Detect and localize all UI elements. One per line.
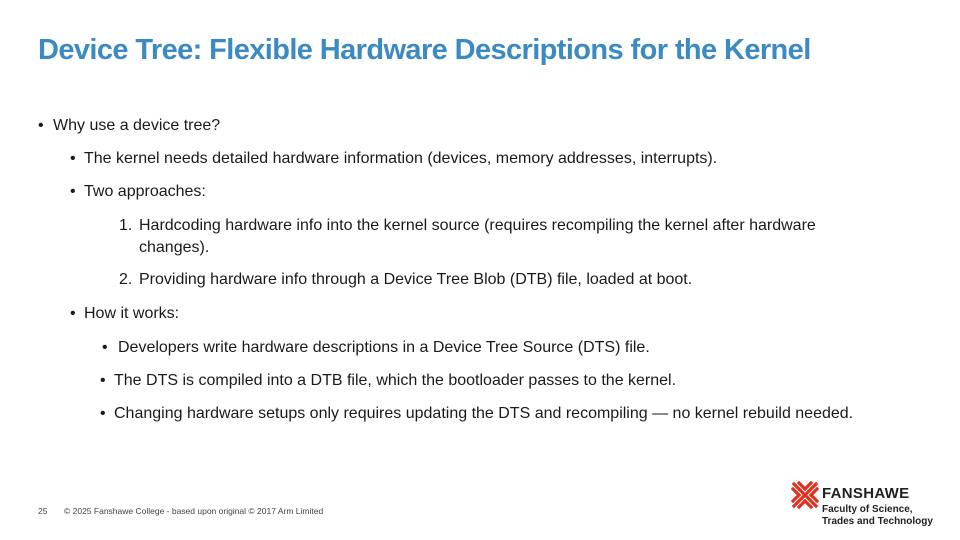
bullet-marker: • [100, 405, 106, 422]
fanshawe-logo: FANSHAWE Faculty of Science, Trades and … [790, 480, 950, 530]
bullet-marker: • [70, 183, 76, 200]
slide-title: Device Tree: Flexible Hardware Descripti… [38, 34, 811, 66]
bullet-kernel-needs-info: The kernel needs detailed hardware infor… [84, 150, 718, 167]
bullet-dts-compiled: The DTS is compiled into a DTB file, whi… [114, 372, 677, 389]
page-number: 25 [38, 506, 48, 516]
list-item-hardcoding-continuation: changes). [139, 239, 210, 256]
bullet-changing-hardware: Changing hardware setups only requires u… [114, 405, 854, 422]
footer-copyright: © 2025 Fanshawe College - based upon ori… [64, 506, 324, 516]
bullet-marker: • [70, 305, 76, 322]
bullet-why-device-tree: Why use a device tree? [53, 117, 221, 134]
bullet-developers-write-dts: Developers write hardware descriptions i… [118, 339, 650, 356]
list-item-dtb: Providing hardware info through a Device… [139, 271, 693, 288]
logo-name: FANSHAWE [822, 485, 910, 502]
list-number: 2. [119, 271, 133, 288]
logo-faculty-line1: Faculty of Science, [822, 504, 913, 515]
bullet-marker: • [102, 339, 108, 356]
list-number: 1. [119, 217, 133, 234]
bullet-two-approaches: Two approaches: [84, 183, 206, 200]
bullet-marker: • [38, 117, 44, 134]
list-item-hardcoding: Hardcoding hardware info into the kernel… [139, 217, 816, 234]
bullet-marker: • [100, 372, 106, 389]
fanshawe-logo-icon [790, 480, 820, 510]
bullet-how-it-works: How it works: [84, 305, 180, 322]
logo-faculty-line2: Trades and Technology [822, 516, 933, 527]
bullet-marker: • [70, 150, 76, 167]
